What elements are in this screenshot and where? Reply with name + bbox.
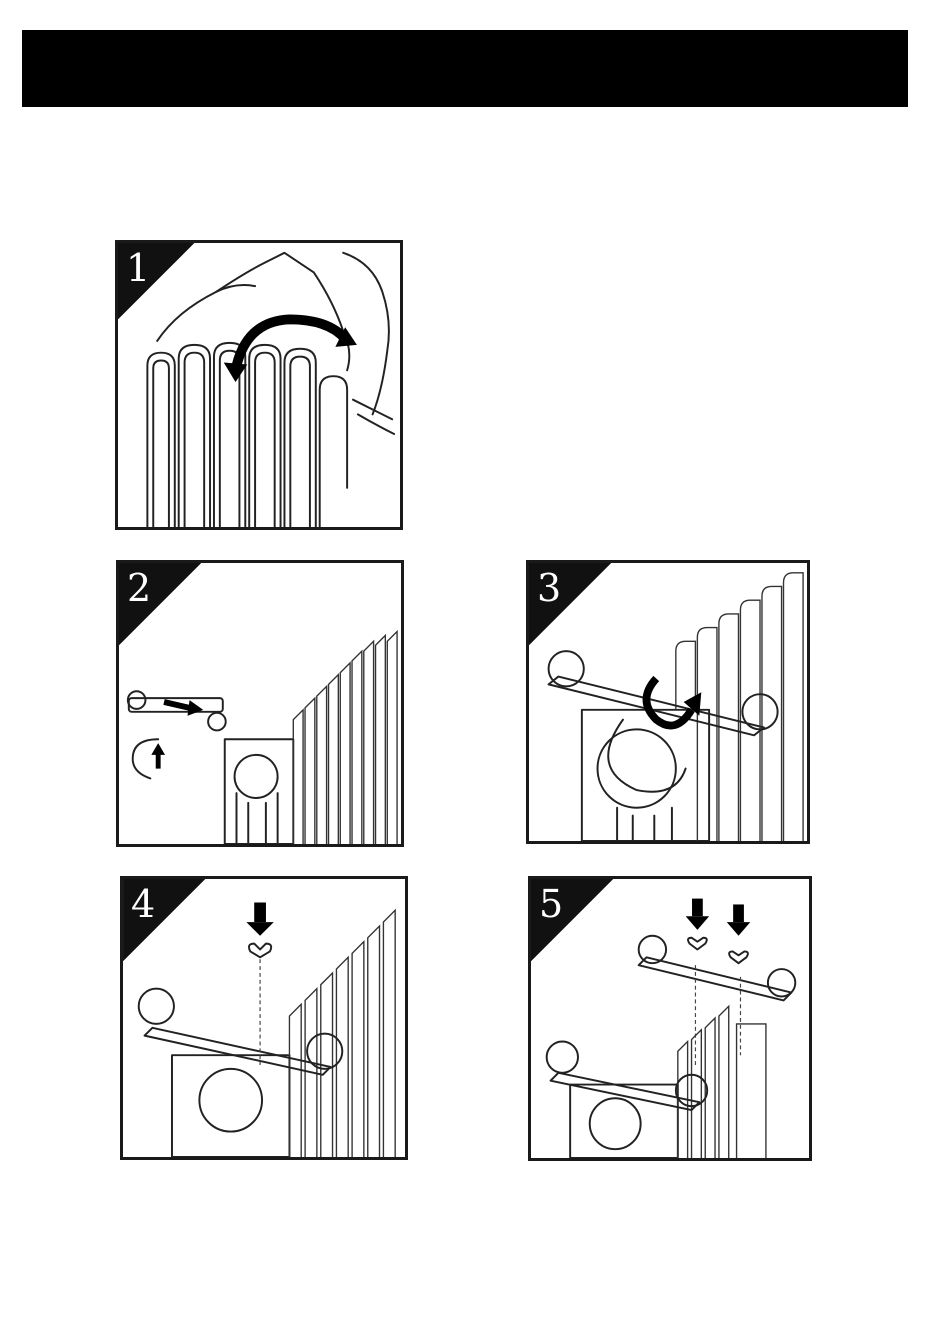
step-1-illustration <box>118 243 400 527</box>
heater-body <box>172 1055 289 1157</box>
header-bar <box>22 30 908 107</box>
heater-fins <box>678 1006 766 1158</box>
hands-illustration <box>157 253 394 434</box>
heater-fins <box>147 343 347 527</box>
step-number: 3 <box>537 569 561 607</box>
step-3-panel: 3 <box>526 560 810 844</box>
step-2-panel: 2 <box>116 560 404 847</box>
step-4-panel: 4 <box>120 876 408 1160</box>
step-number: 5 <box>539 885 563 923</box>
step-5-panel: 5 <box>528 876 812 1161</box>
wingnut-icon <box>249 944 271 958</box>
wheel-bracket <box>139 989 343 1075</box>
heater-fins <box>289 910 395 1157</box>
heater-body <box>225 739 294 844</box>
step-2-illustration <box>119 563 401 844</box>
top-bracket <box>639 936 796 1001</box>
step-1-panel: 1 <box>115 240 403 530</box>
wheel-bracket <box>128 691 226 730</box>
step-number: 1 <box>126 249 150 287</box>
heater-body <box>582 710 709 841</box>
step-4-illustration <box>123 879 405 1157</box>
wingnut-icon <box>688 938 748 963</box>
heater-fins <box>293 632 397 844</box>
step-3-illustration <box>529 563 807 841</box>
step-number: 2 <box>127 569 151 607</box>
step-5-illustration <box>531 879 809 1158</box>
step-number: 4 <box>131 885 155 923</box>
